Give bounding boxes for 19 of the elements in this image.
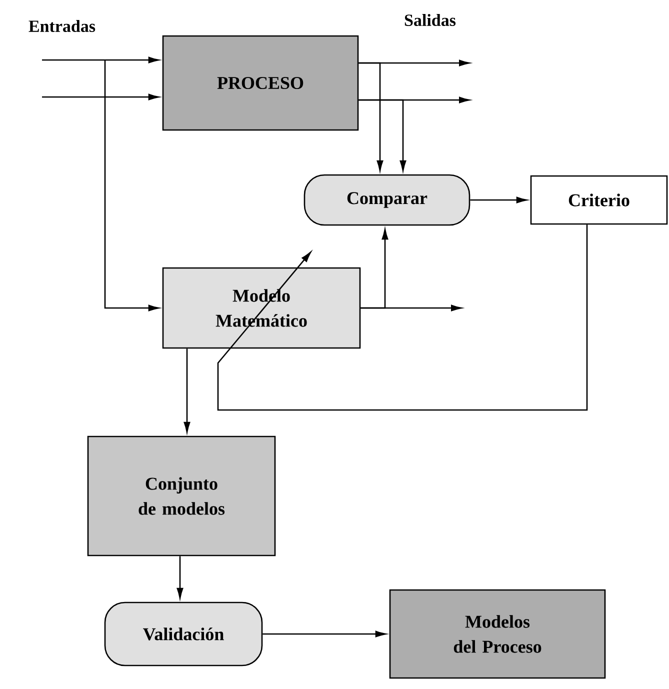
process-box: Modelos del Proceso <box>389 589 606 679</box>
arrow <box>176 556 184 599</box>
arrow <box>262 630 386 638</box>
rounded-box: Comparar <box>304 174 470 226</box>
process-box: Criterio <box>530 175 668 225</box>
rounded-box: Validación <box>104 602 263 666</box>
io-label: Entradas <box>28 20 96 32</box>
arrow <box>42 56 160 64</box>
arrow <box>360 228 388 309</box>
arrow <box>358 99 406 172</box>
process-box: Conjunto de modelos <box>87 436 276 556</box>
feedback-arrow <box>217 224 588 411</box>
arrow <box>358 62 384 172</box>
io-label: Salidas <box>404 14 456 26</box>
arrow <box>42 94 160 100</box>
arrow <box>184 348 190 433</box>
arrow <box>104 60 160 312</box>
process-box: PROCESO <box>162 35 359 131</box>
arrow <box>470 196 528 204</box>
